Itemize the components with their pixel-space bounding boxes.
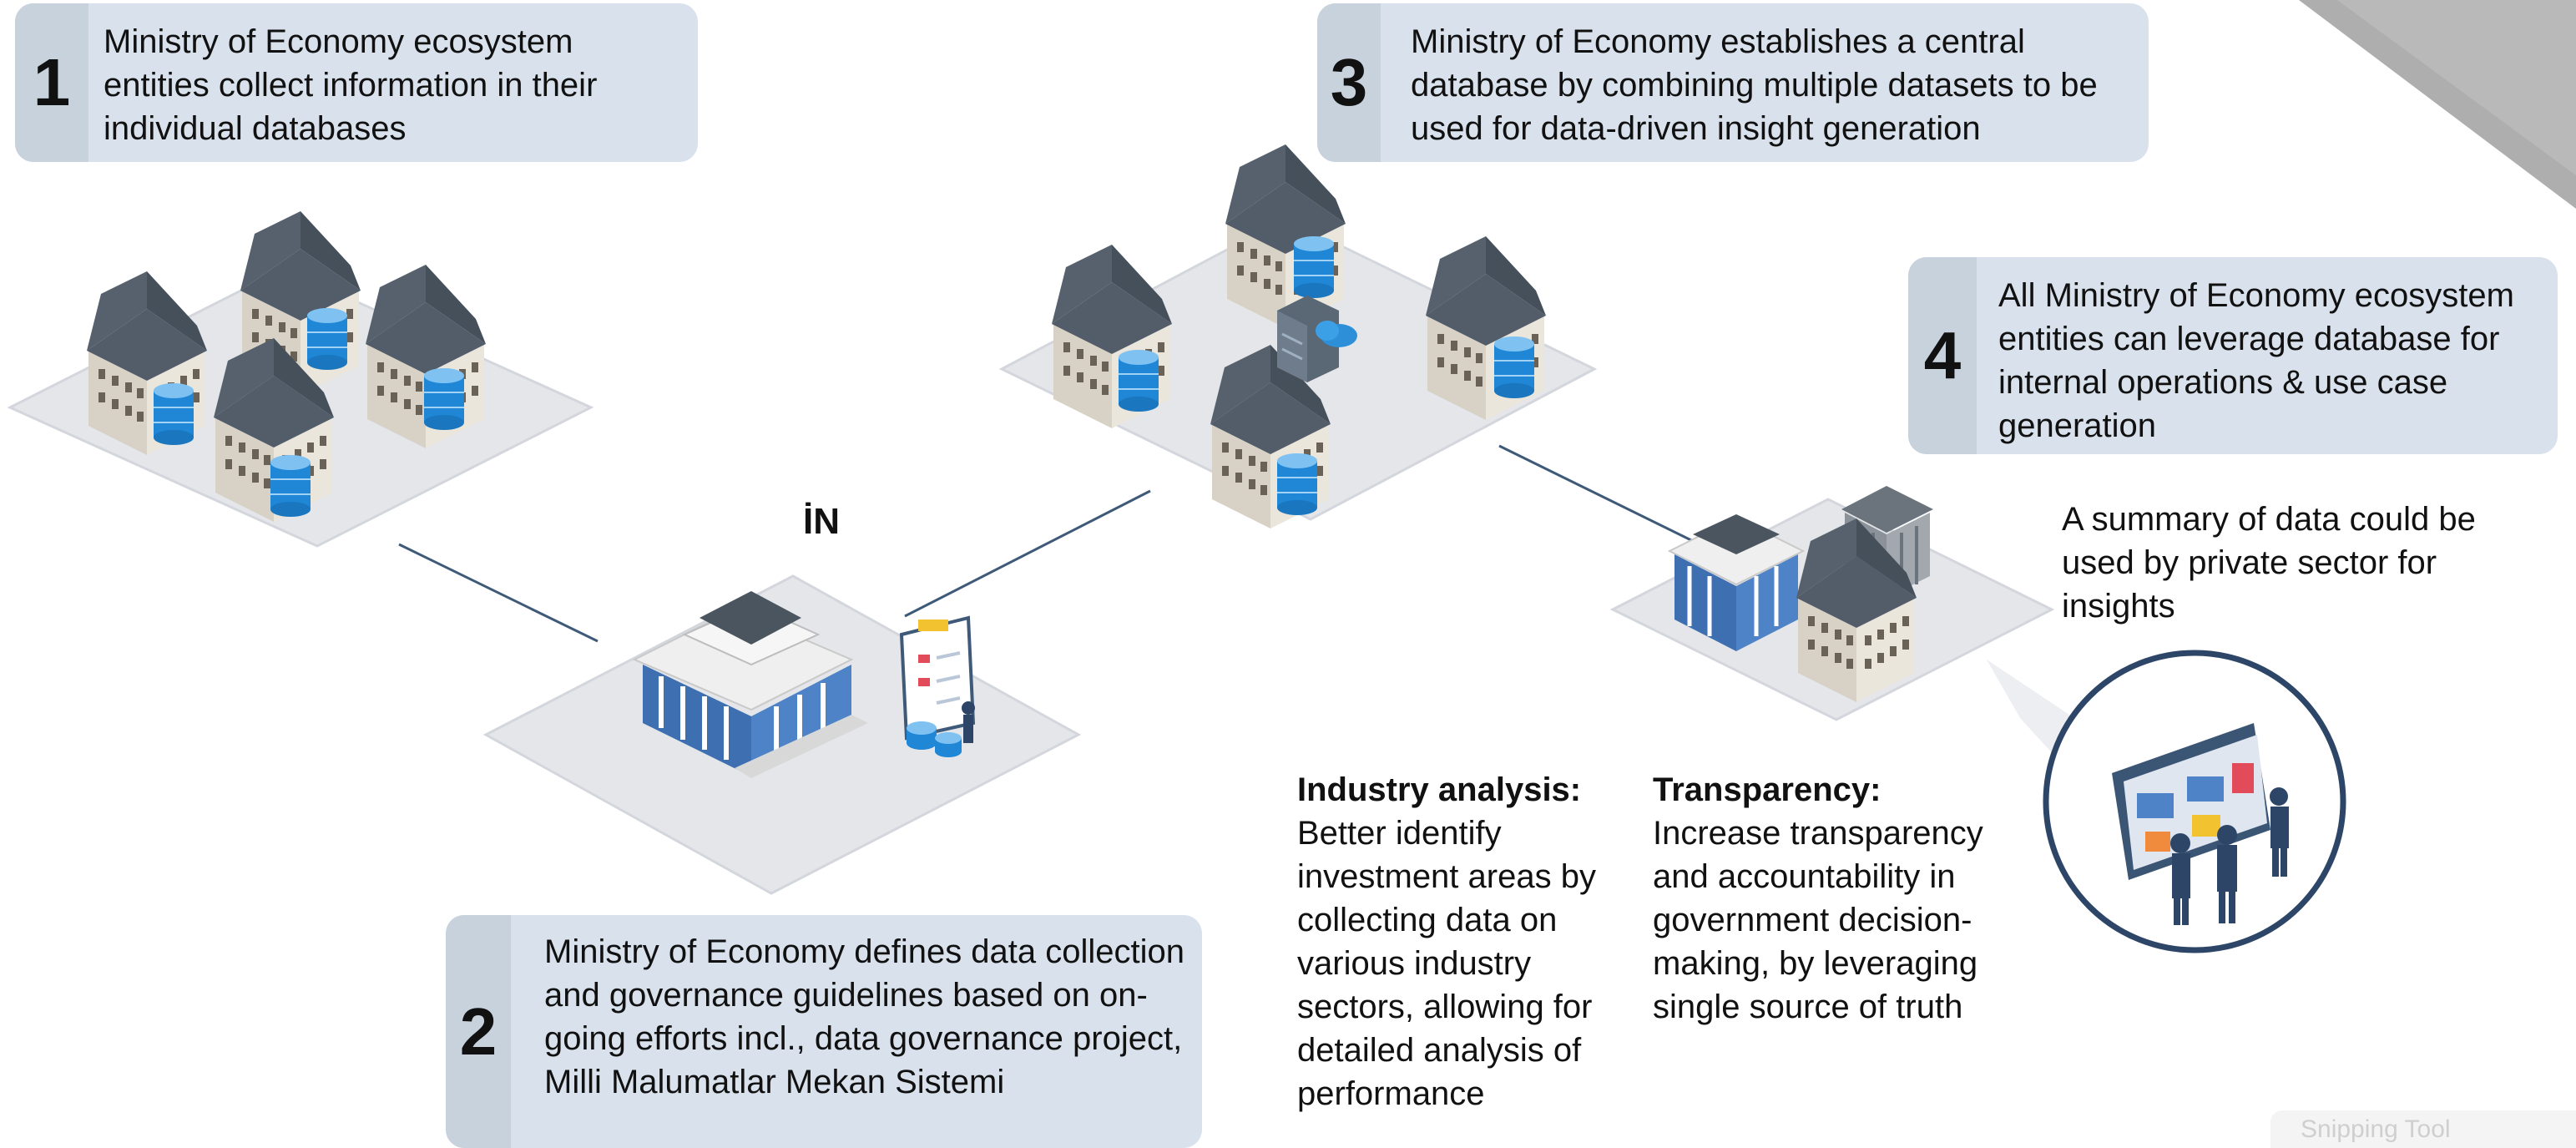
- benefit-body: Better identify investment areas by coll…: [1297, 815, 1596, 1112]
- step-card-1: 1 Ministry of Economy ecosystem entities…: [15, 3, 698, 162]
- step-text: Ministry of Economy defines data collect…: [544, 933, 1185, 1100]
- snipping-tool-overlay: Snipping Tool: [2270, 1110, 2576, 1148]
- step-number: 1: [15, 3, 88, 162]
- government-building: [1667, 514, 1806, 651]
- clipboard-icon: [899, 615, 976, 757]
- benefit-body: Increase transparency and accountability…: [1653, 815, 1983, 1025]
- step-text: All Ministry of Economy ecosystem entiti…: [1998, 277, 2514, 444]
- step-card-2: 2 Ministry of Economy defines data colle…: [446, 915, 1202, 1148]
- step-card-3: 3 Ministry of Economy establishes a cent…: [1317, 3, 2149, 162]
- presentation-icon: [2112, 723, 2289, 925]
- benefit-industry-analysis: Industry analysis: Better identify inves…: [1297, 768, 1641, 1115]
- benefit-title: Industry analysis:: [1297, 771, 1582, 808]
- private-sector-note: A summary of data could be used by priva…: [2062, 501, 2476, 625]
- ministry-logo-text: İN: [803, 501, 840, 542]
- step-number: 4: [1908, 257, 1977, 454]
- benefit-transparency: Transparency: Increase transparency and …: [1653, 768, 1987, 1029]
- step-text: Ministry of Economy establishes a centra…: [1411, 23, 2098, 147]
- step-card-4: 4 All Ministry of Economy ecosystem enti…: [1908, 257, 2558, 454]
- step-text: Ministry of Economy ecosystem entities c…: [104, 23, 598, 147]
- benefit-title: Transparency:: [1653, 771, 1881, 808]
- step-number: 3: [1317, 3, 1381, 162]
- step-number: 2: [446, 915, 511, 1148]
- ministry-building: [632, 591, 868, 778]
- server-icon: [1277, 296, 1357, 382]
